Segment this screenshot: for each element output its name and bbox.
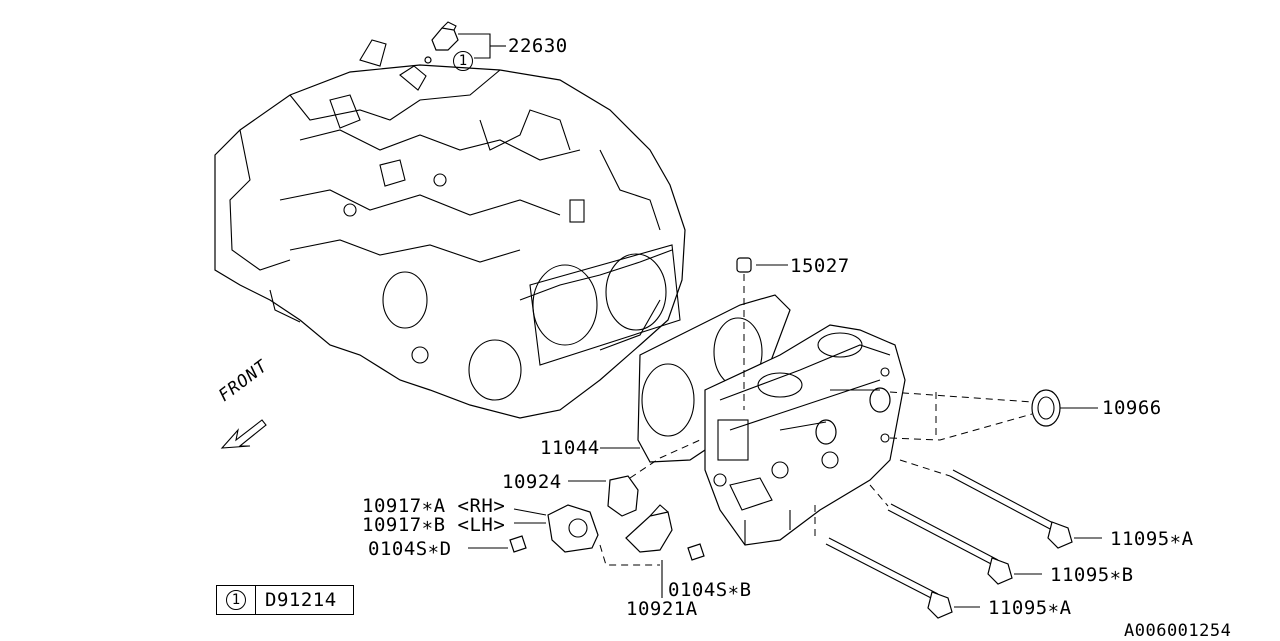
legend-box: 1 D91214 <box>216 585 354 615</box>
plug-15027-drawing <box>736 257 788 410</box>
callout-marker-circle: 1 <box>453 51 473 71</box>
callout-11095-a-upper: 11095∗A <box>1110 528 1194 550</box>
gasket-11044-drawing <box>600 294 791 463</box>
sensor-22630-drawing <box>424 21 506 64</box>
front-arrow-icon <box>220 419 267 449</box>
legend-divider <box>255 586 256 614</box>
callout-15027: 15027 <box>790 255 850 277</box>
callout-11095-a-lower: 11095∗A <box>988 597 1072 619</box>
legend-code: D91214 <box>265 589 337 611</box>
callout-10917-b: 10917∗B <LH> <box>362 514 506 536</box>
callout-11095-b: 11095∗B <box>1050 564 1134 586</box>
callout-10966: 10966 <box>1102 397 1162 419</box>
callout-11044: 11044 <box>540 437 600 459</box>
callout-10917-a: 10917∗A <RH> <box>362 495 506 517</box>
bolts-11095-drawing <box>814 459 1102 619</box>
seal-10966-drawing <box>889 389 1098 441</box>
callout-10924: 10924 <box>502 471 562 493</box>
callout-0104s-b: 0104S∗B <box>668 579 752 601</box>
engine-block-drawing <box>214 39 686 419</box>
callout-22630: 22630 <box>508 35 568 57</box>
lower-parts-drawing <box>468 439 705 598</box>
callout-10921a: 10921A <box>626 598 698 620</box>
legend-symbol: 1 <box>226 590 246 610</box>
figure-id: A006001254 <box>1124 621 1232 641</box>
callout-0104s-d: 0104S∗D <box>368 538 452 560</box>
cylinder-head-drawing <box>704 324 906 546</box>
